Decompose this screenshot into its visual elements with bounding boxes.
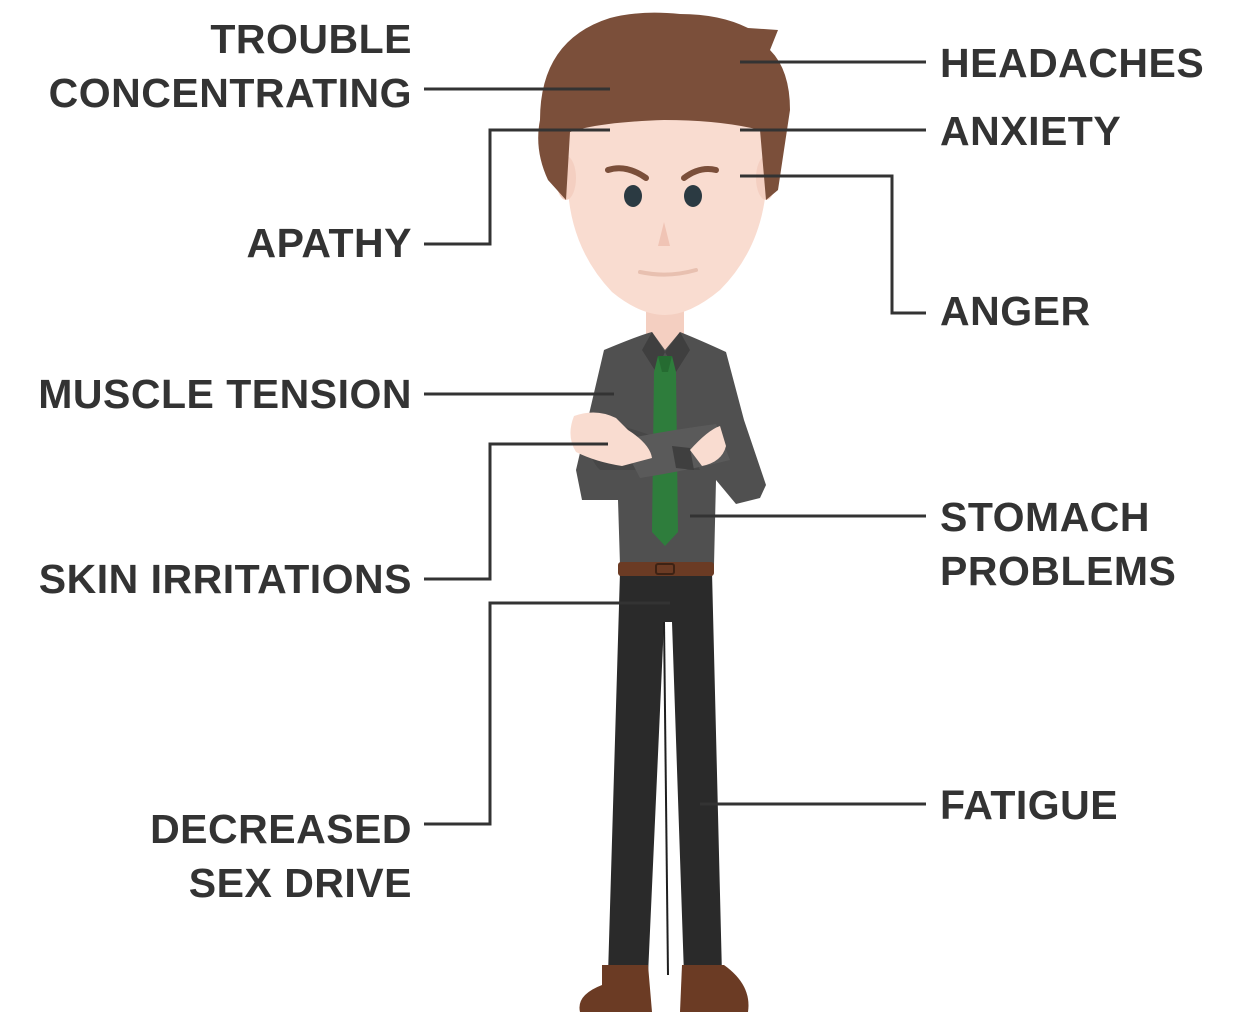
label-line: PROBLEMS — [940, 544, 1176, 598]
label-line: FATIGUE — [940, 778, 1118, 832]
label-line: ANGER — [940, 284, 1091, 338]
left-eye — [624, 185, 642, 207]
person-illustration — [538, 13, 790, 1012]
label-muscle-tension: MUSCLE TENSION — [38, 367, 412, 421]
label-skin-irritations: SKIN IRRITATIONS — [39, 552, 412, 606]
label-headaches: HEADACHES — [940, 36, 1204, 90]
label-line: TROUBLE — [49, 12, 412, 66]
label-stomach-problems: STOMACH PROBLEMS — [940, 490, 1176, 598]
label-line: APATHY — [247, 216, 412, 270]
left-shoe — [579, 965, 652, 1012]
label-line: STOMACH — [940, 490, 1176, 544]
label-anxiety: ANXIETY — [940, 104, 1121, 158]
label-apathy: APATHY — [247, 216, 412, 270]
label-fatigue: FATIGUE — [940, 778, 1118, 832]
label-decreased-sex-drive: DECREASED SEX DRIVE — [150, 802, 412, 910]
label-line: ANXIETY — [940, 104, 1121, 158]
right-eye — [684, 185, 702, 207]
label-trouble-concentrating: TROUBLE CONCENTRATING — [49, 12, 412, 120]
label-line: MUSCLE TENSION — [38, 367, 412, 421]
pants — [608, 572, 722, 975]
label-line: CONCENTRATING — [49, 66, 412, 120]
label-line: SKIN IRRITATIONS — [39, 552, 412, 606]
right-shoe — [680, 965, 749, 1012]
label-line: DECREASED — [150, 802, 412, 856]
label-line: HEADACHES — [940, 36, 1204, 90]
label-anger: ANGER — [940, 284, 1091, 338]
label-line: SEX DRIVE — [150, 856, 412, 910]
